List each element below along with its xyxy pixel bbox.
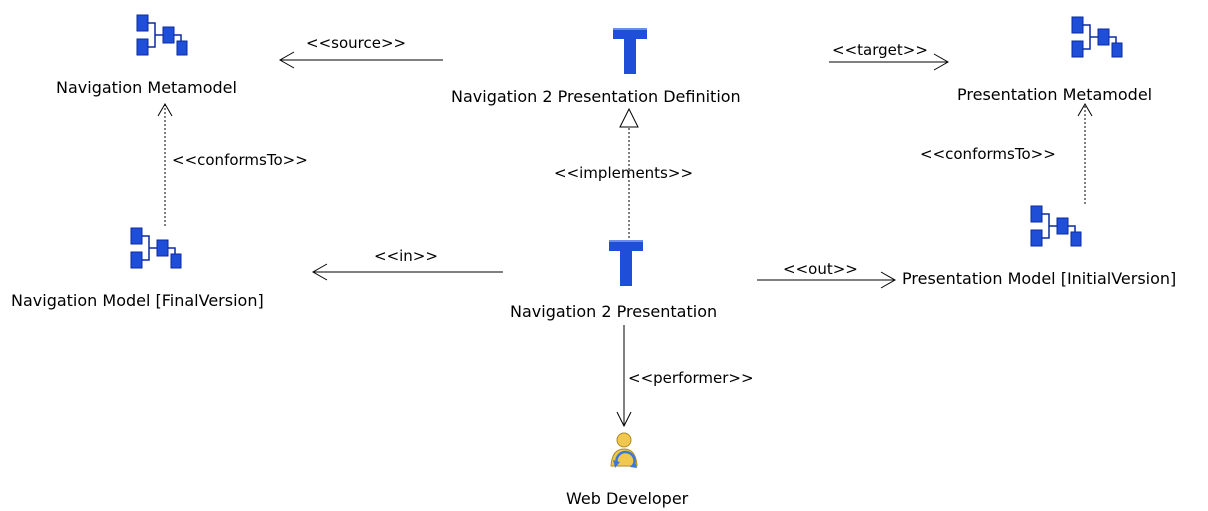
- edge-label-in: <<in>>: [374, 247, 438, 265]
- edge-out: [757, 271, 897, 289]
- edge-conforms-presentation: [1077, 103, 1093, 204]
- transformation-definition-icon: [613, 28, 647, 74]
- model-icon: [130, 227, 182, 269]
- model-icon: [1030, 205, 1082, 247]
- edge-label-out: <<out>>: [783, 260, 858, 278]
- edge-label-target: <<target>>: [832, 41, 928, 59]
- edge-label-performer: <<performer>>: [628, 369, 754, 387]
- edge-label-implements: <<implements>>: [554, 164, 694, 182]
- node-label-navigation-metamodel: Navigation Metamodel: [56, 78, 237, 97]
- node-label-nav2pres: Navigation 2 Presentation: [510, 302, 718, 321]
- metamodel-icon: [1071, 16, 1123, 58]
- node-label-presentation-metamodel: Presentation Metamodel: [957, 85, 1153, 104]
- edge-performer: [616, 325, 632, 428]
- edge-label-conforms-navigation: <<conformsTo>>: [172, 151, 308, 169]
- node-label-nav2pres-definition: Navigation 2 Presentation Definition: [451, 87, 741, 106]
- metamodel-icon: [136, 14, 188, 56]
- edge-target: [829, 53, 950, 71]
- role-icon: [610, 432, 638, 468]
- edge-implements: [619, 107, 639, 238]
- edge-conforms-navigation: [157, 103, 173, 226]
- node-label-web-developer: Web Developer: [566, 489, 689, 508]
- transformation-icon: [609, 240, 643, 286]
- node-label-presentation-model: Presentation Model [InitialVersion]: [902, 269, 1177, 288]
- edge-label-source: <<source>>: [306, 34, 407, 52]
- edge-in: [311, 263, 503, 281]
- node-label-navigation-model: Navigation Model [FinalVersion]: [11, 291, 264, 310]
- edge-source: [278, 51, 443, 69]
- edge-label-conforms-presentation: <<conformsTo>>: [920, 145, 1056, 163]
